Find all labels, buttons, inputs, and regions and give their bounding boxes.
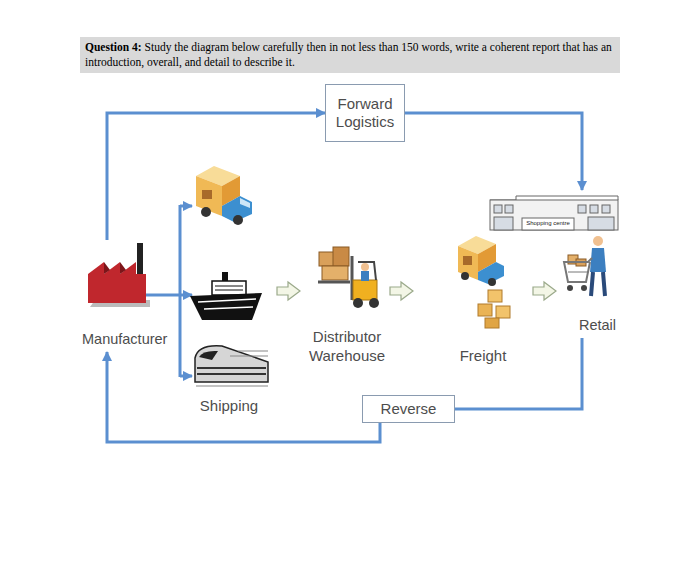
roof-shade (120, 262, 126, 274)
wheel (233, 215, 243, 225)
branch-line (146, 294, 180, 297)
process-box: Forward Logistics (325, 84, 405, 142)
roof-shade (104, 262, 110, 274)
box (333, 247, 349, 266)
node-text: Study the diagram below carefully then i… (85, 41, 612, 68)
shopper-icon (564, 236, 606, 296)
window (602, 205, 610, 213)
superstructure (212, 281, 246, 295)
node-text: Retail (492, 316, 616, 334)
wheel (567, 285, 573, 291)
flow-arrow (533, 282, 556, 300)
stage-label: Shipping (192, 397, 266, 416)
logistics-connector (405, 113, 582, 190)
truck-side (458, 246, 478, 280)
branch-arrow (180, 375, 192, 378)
factory-body (88, 262, 146, 303)
shopper-body (590, 248, 606, 272)
ship-icon (190, 272, 262, 320)
cart-wire (568, 272, 588, 273)
shopping-centre-icon (490, 196, 618, 230)
logistics-connector (107, 113, 325, 240)
wheel (488, 278, 496, 286)
branch-line (179, 205, 182, 377)
train-stripe (197, 368, 266, 374)
wheel (581, 285, 587, 291)
parcel (463, 256, 472, 265)
box (496, 306, 510, 318)
door (588, 217, 614, 230)
wheel (461, 272, 469, 280)
window (578, 205, 586, 213)
fork (318, 281, 350, 284)
wheel (353, 298, 363, 308)
truck-side (196, 176, 222, 216)
wheel (369, 298, 379, 308)
deck-lines (215, 286, 243, 290)
stage-label: Freight (450, 347, 516, 366)
logistics-connector (107, 352, 380, 442)
train-window (199, 351, 218, 360)
forklift-icon (318, 247, 379, 308)
wheel (201, 207, 211, 217)
manufacturer-node: Manufacturer (78, 240, 176, 352)
factory-icon (88, 243, 150, 307)
driver-head (361, 263, 369, 271)
window (590, 205, 598, 213)
truck-icon (196, 166, 252, 225)
flow-arrow (390, 282, 413, 300)
forklift-body (353, 280, 377, 300)
truck-window (240, 198, 250, 208)
box (478, 304, 492, 316)
window (494, 205, 502, 213)
freight-icon (458, 236, 510, 328)
building (490, 200, 618, 230)
branch-arrow (180, 205, 192, 208)
roof-line (490, 196, 618, 200)
hull-stripe (198, 299, 256, 309)
node-text: Question 4: (85, 41, 142, 53)
parcel (202, 190, 212, 199)
window (505, 205, 513, 213)
retail-node: Retail (488, 190, 620, 338)
chimney (137, 243, 143, 275)
sign-text: Shopping centre (522, 220, 574, 226)
train-icon (195, 346, 268, 386)
box (322, 266, 348, 280)
hull (190, 293, 262, 320)
node-text: Reverse (369, 400, 448, 418)
question-band: Question 4:Study the diagram below caref… (80, 37, 620, 73)
shipping-branch (146, 205, 192, 377)
driver-body (361, 271, 369, 281)
box (488, 290, 502, 302)
stage-label: Distributor Warehouse (303, 328, 391, 366)
speed-lines (196, 351, 268, 386)
cart (564, 258, 592, 282)
cage (358, 262, 376, 280)
flow-arrow (277, 282, 300, 300)
process-box: Reverse (362, 395, 455, 423)
shopper-legs (591, 272, 605, 296)
shopper-head (593, 236, 603, 246)
node-text: Manufacturer (82, 330, 172, 348)
box (485, 318, 499, 328)
sign-board (522, 218, 574, 230)
node-text: Forward Logistics (332, 95, 398, 131)
door (494, 217, 513, 230)
